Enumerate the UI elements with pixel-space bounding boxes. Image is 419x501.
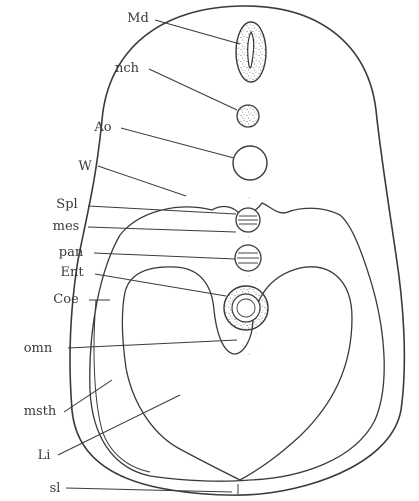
label-pan: pan: [59, 245, 84, 260]
notochord: [237, 105, 259, 127]
label-li: Li: [38, 448, 51, 463]
pancreas-disc: [235, 245, 261, 271]
leader-sl: [66, 488, 232, 492]
label-coe: Coe: [53, 292, 79, 307]
figure-labels: Md nch Ao W Spl mes pan Ent Coe omn msth…: [24, 11, 149, 496]
label-ao: Ao: [93, 120, 111, 135]
enteron-gut: [224, 286, 268, 330]
leader-spl: [88, 206, 236, 214]
label-omn: omn: [24, 341, 53, 356]
leader-nch: [149, 69, 237, 110]
leader-md: [155, 20, 240, 44]
leader-omn: [68, 340, 237, 348]
label-nch: nch: [115, 61, 140, 76]
label-spl: Spl: [56, 197, 77, 212]
leader-ao: [121, 128, 234, 158]
leader-w: [98, 166, 186, 196]
label-ent: Ent: [60, 265, 84, 280]
label-md: Md: [127, 11, 149, 26]
leader-mes: [88, 227, 236, 232]
label-msth: msth: [24, 404, 57, 419]
aorta: [233, 146, 267, 180]
mesentery-disc: [236, 208, 260, 232]
coelom-cavity: [90, 203, 384, 481]
leader-pan: [94, 253, 235, 259]
label-mes: mes: [53, 219, 80, 234]
label-sl: sl: [50, 481, 61, 496]
label-w: W: [78, 159, 92, 174]
